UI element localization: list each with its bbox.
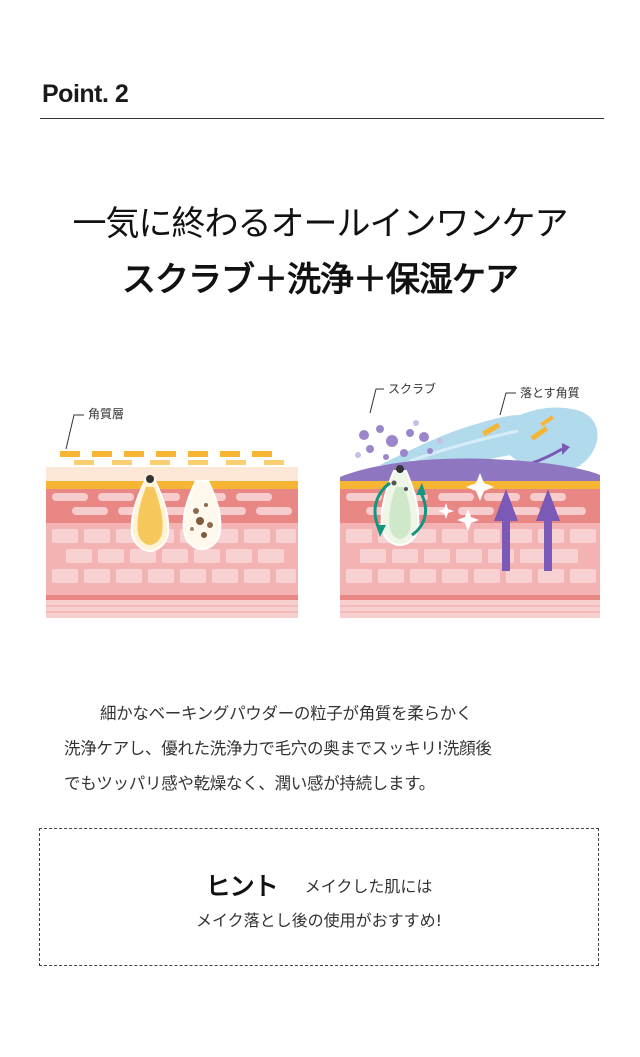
skin-after-illustration: スクラブ 落とす角質 (340, 375, 600, 620)
description-line1: 細かなベーキングパウダーの粒子が角質を柔らかく (100, 704, 473, 723)
keratin-flakes (60, 451, 284, 465)
description-line3: でもツッパリ感や乾燥なく、潤い感が持続します。 (64, 774, 435, 793)
pore-sebum (130, 475, 170, 553)
callout-removed: 落とす角質 (520, 385, 580, 400)
callout-line-removed (499, 392, 516, 416)
callout-scrub: スクラブ (388, 381, 436, 396)
pore-dirt (182, 480, 222, 551)
hint-title: ヒント (205, 872, 279, 901)
hint-text2: メイク落とし後の使用がおすすめ! (195, 911, 443, 930)
hint-row1: ヒント メイクした肌には (40, 867, 598, 903)
hint-box: ヒント メイクした肌には メイク落とし後の使用がおすすめ! (39, 828, 599, 966)
hint-text1: メイクした肌には (304, 877, 433, 896)
headline-line1: 一気に終わるオールインワンケア (72, 204, 569, 244)
description: 細かなベーキングパウダーの粒子が角質を柔らかく 洗浄ケアし、優れた洗浄力で毛穴の… (64, 696, 584, 801)
headline: 一気に終わるオールインワンケア スクラブ＋洗浄＋保湿ケア (0, 196, 640, 308)
point-label: Point. 2 (42, 80, 129, 108)
callout-keratin: 角質層 (88, 406, 124, 421)
scrub-particles (359, 425, 433, 460)
upward-arrows (494, 489, 560, 571)
description-line2: 洗浄ケアし、優れた洗浄力で毛穴の奥までスッキリ!洗顔後 (64, 739, 492, 758)
callout-line-scrub (369, 388, 384, 414)
callout-line-keratin (65, 414, 84, 450)
skin-before-illustration: 角質層 (46, 375, 298, 620)
divider (40, 118, 604, 119)
headline-line2: スクラブ＋洗浄＋保湿ケア (122, 260, 519, 300)
pore-cleaned (380, 465, 420, 547)
sparkles (438, 473, 494, 531)
